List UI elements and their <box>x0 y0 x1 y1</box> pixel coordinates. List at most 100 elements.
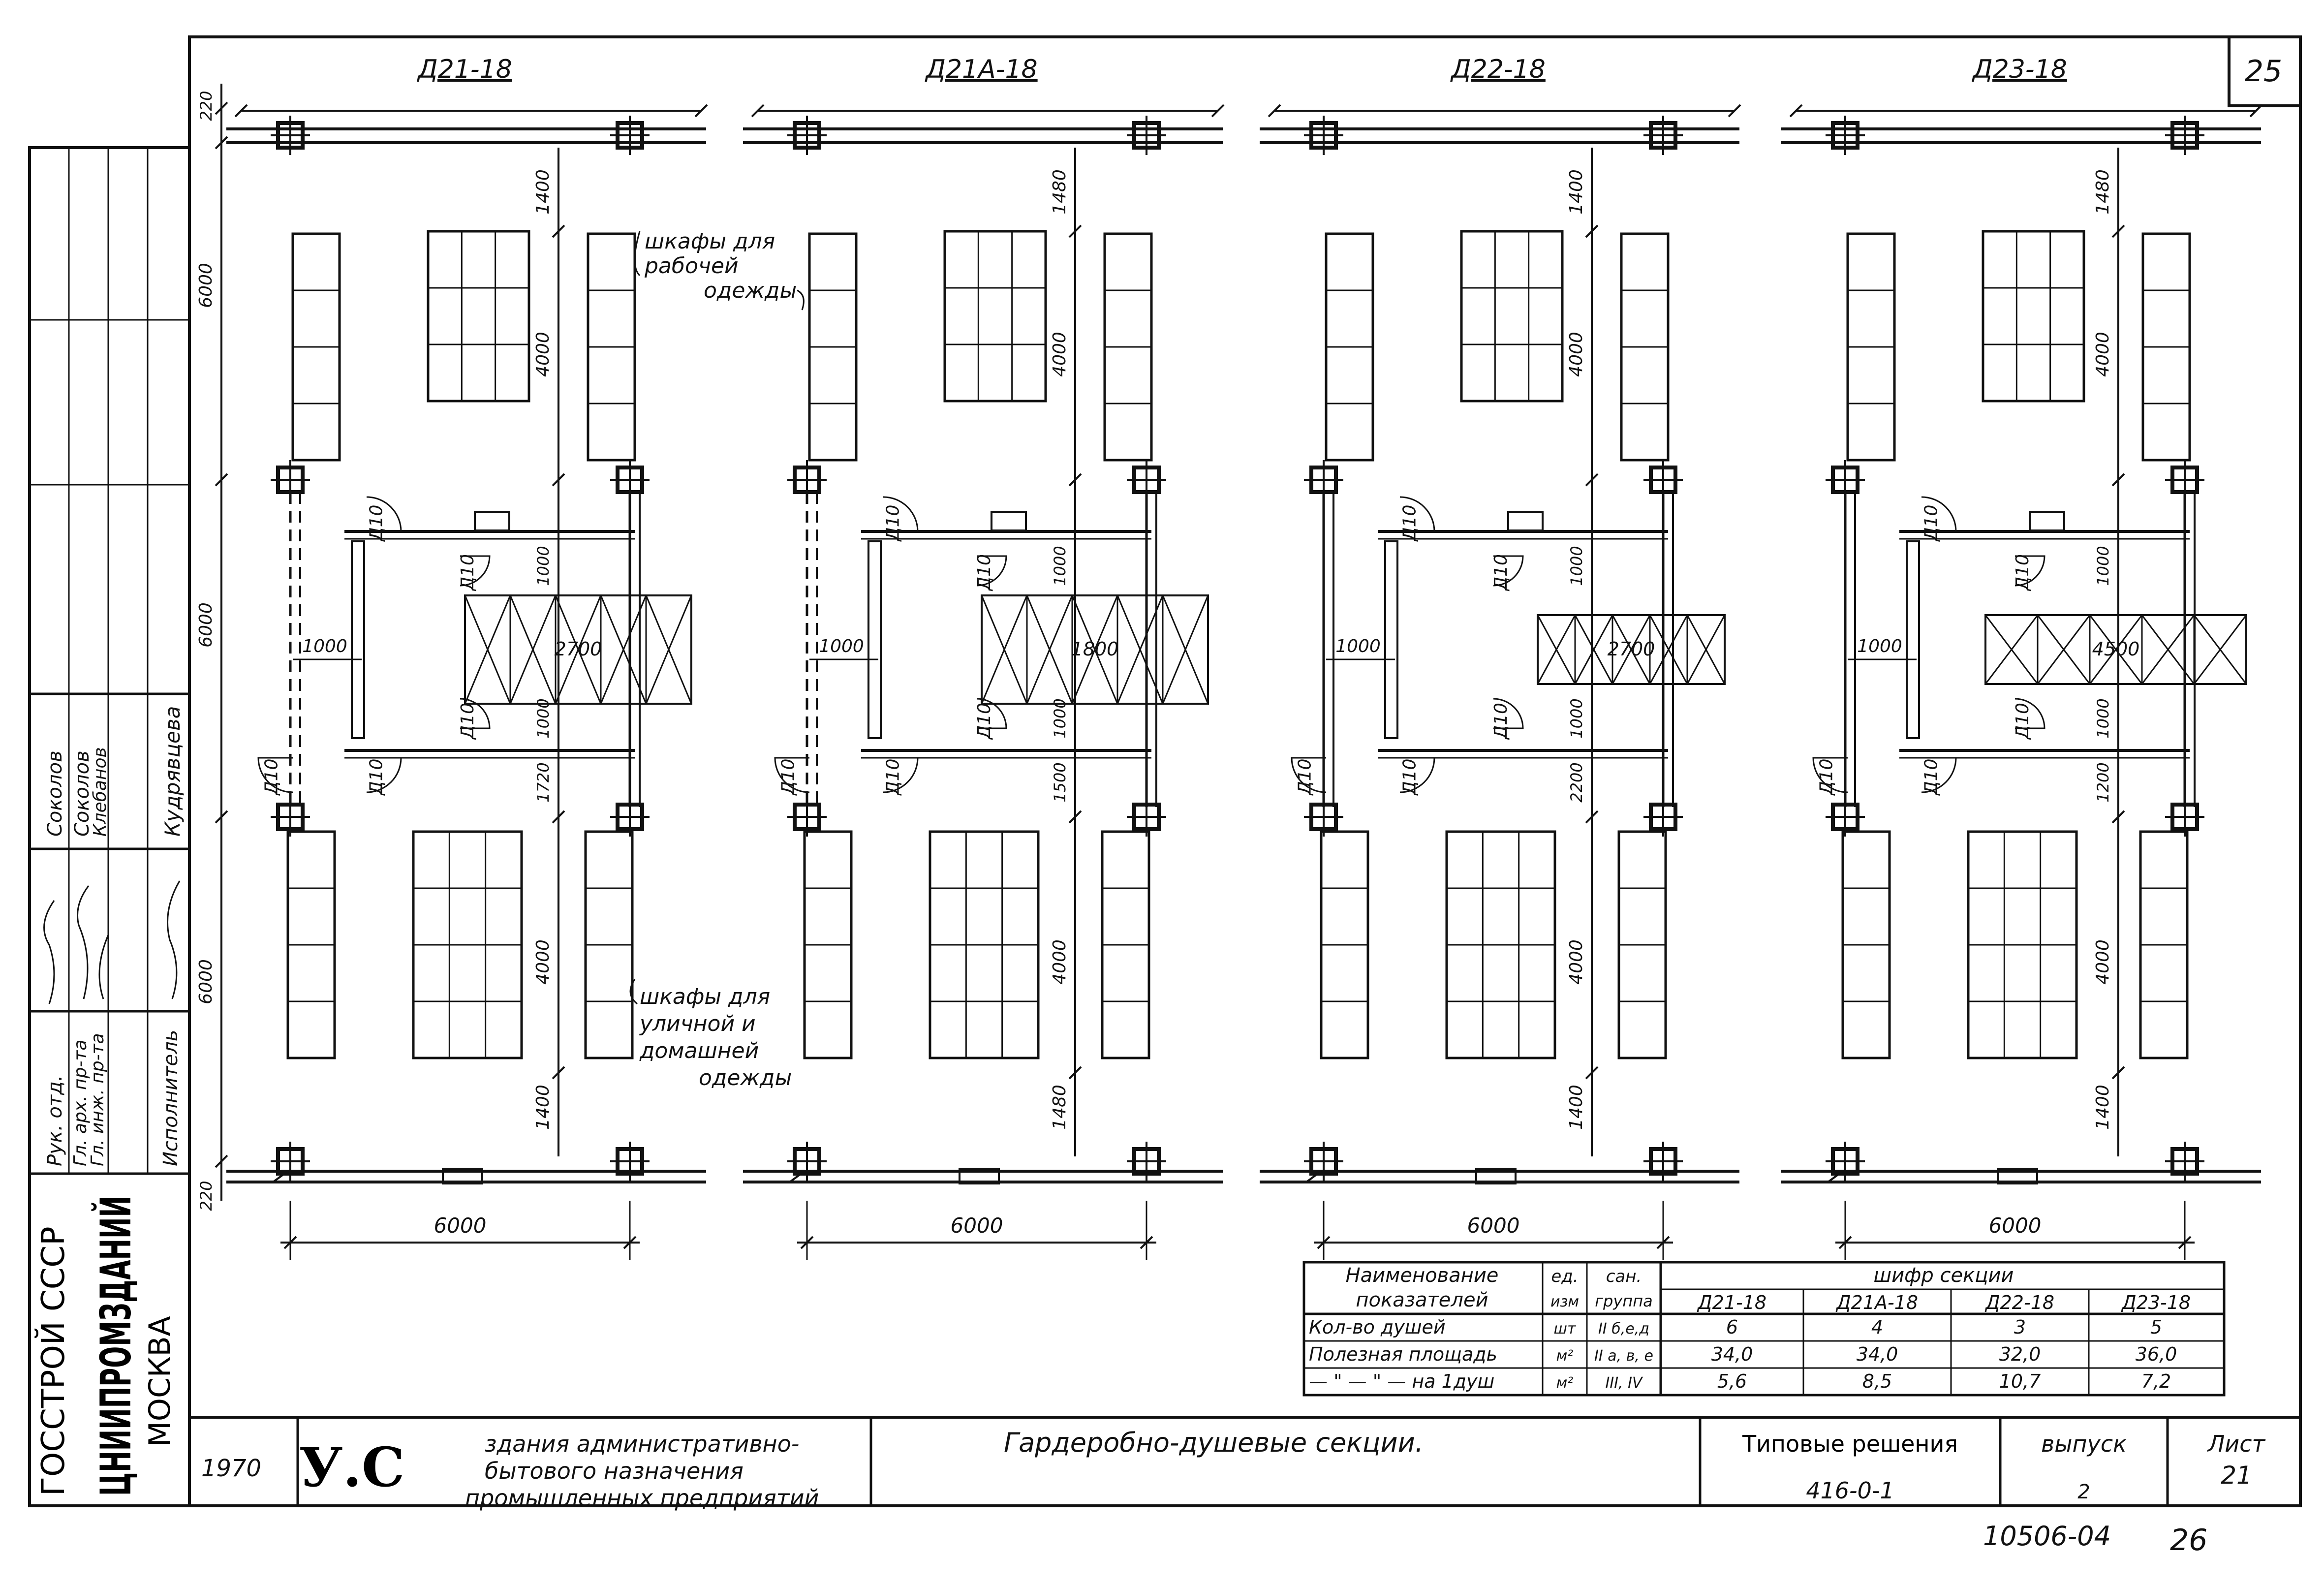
th-group: сан. <box>1606 1267 1642 1286</box>
dim-tick <box>1211 104 1225 118</box>
dim-tick <box>215 810 228 824</box>
dim-label: 1000 <box>1567 546 1586 586</box>
dim-label: 6000 <box>1467 1214 1520 1238</box>
bench <box>351 540 365 739</box>
window-detail <box>1475 1168 1517 1184</box>
dim-label: 4000 <box>1050 332 1070 377</box>
door-swing <box>1921 757 1957 793</box>
door-swing <box>976 698 1007 729</box>
dim-label: 1000 <box>2094 546 2112 586</box>
door-swing <box>2014 698 2045 729</box>
signature <box>43 880 181 1004</box>
note-work-clothes: шкафы для рабочей одежды <box>634 229 805 311</box>
issue-label: выпуск <box>2041 1431 2127 1457</box>
dim-tick <box>751 104 765 118</box>
door-label: Д10 <box>1400 759 1420 796</box>
dim-tick <box>1838 1236 1852 1249</box>
wash-basin <box>2029 511 2065 531</box>
door-label: Д10 <box>883 759 903 796</box>
dim-tick <box>800 1236 814 1249</box>
th-code-title: шифр секции <box>1874 1264 2014 1287</box>
dim-tick <box>215 136 228 150</box>
dim-label: 4000 <box>2093 939 2113 985</box>
wall-detail <box>272 1170 289 1183</box>
door-label: Д10 <box>1295 759 1315 796</box>
dim-tick <box>1068 1066 1082 1080</box>
th-unit: изм <box>1550 1293 1579 1310</box>
dim-label: 6000 <box>434 1214 487 1238</box>
door-swing <box>1399 496 1435 532</box>
dim-label: 1800 <box>1071 638 1119 660</box>
dim-label: 4000 <box>533 332 553 377</box>
th-name: Наименование <box>1346 1264 1499 1287</box>
row-value: 3 <box>2014 1316 2026 1338</box>
dim-label: 6000 <box>196 959 216 1004</box>
dim-label: 1400 <box>2093 1085 2113 1130</box>
dim-tick <box>283 1236 297 1249</box>
door-swing <box>366 496 402 532</box>
wash-basin <box>474 511 510 531</box>
dim-tick <box>1068 224 1082 238</box>
shower-stall <box>2037 615 2091 685</box>
plan-code: Д21-18 <box>417 55 512 84</box>
bench <box>1384 540 1398 739</box>
locker-block <box>1982 230 2085 403</box>
dim-label: 1000 <box>2094 698 2112 738</box>
dim-tick <box>623 1236 637 1249</box>
dim-label: 2700 <box>1608 638 1655 660</box>
dim-label: 1000 <box>1567 698 1586 738</box>
plan-code: Д22-18 <box>1450 55 1546 84</box>
stamp-role: Рук. отд. <box>44 1075 66 1166</box>
row-value: 4 <box>1871 1316 1883 1338</box>
dim-label: 4500 <box>2092 638 2140 660</box>
row-unit: м² <box>1556 1347 1574 1365</box>
dim-label: 4000 <box>533 939 553 985</box>
door-swing <box>976 555 1007 587</box>
dim-tick <box>1068 810 1082 824</box>
row-value: 32,0 <box>1999 1343 2041 1365</box>
dim-label: 1400 <box>1566 169 1586 215</box>
indicators-table: Наименование показателей ед. изм сан. гр… <box>1302 1261 2226 1397</box>
dim-label: 1000 <box>534 546 553 586</box>
door-label: Д10 <box>1921 759 1942 796</box>
door-label: Д10 <box>2013 554 2033 591</box>
door-swing <box>1921 496 1957 532</box>
sheet-value: 21 <box>2221 1461 2252 1490</box>
wall-detail <box>1305 1170 1322 1183</box>
th-code: Д23-18 <box>2121 1292 2191 1313</box>
door-label: Д10 <box>778 759 799 796</box>
th-code: Д21А-18 <box>1835 1292 1918 1313</box>
table-frame <box>1302 1261 2226 1397</box>
row-value: 34,0 <box>1857 1343 1898 1365</box>
dim-tick <box>2178 1236 2192 1249</box>
th-group: группа <box>1595 1292 1653 1310</box>
dim-label: 1400 <box>533 1085 553 1130</box>
plan-Д21-18: Д21-186000600060002202201400400040001400… <box>196 55 708 1260</box>
dim-label: 1480 <box>1050 1085 1070 1130</box>
shower-stall <box>1116 595 1164 704</box>
dim-label: 1000 <box>1051 546 1069 586</box>
stamp-name: Клебанов <box>90 747 110 837</box>
row-group: III, IV <box>1606 1374 1643 1392</box>
org-line: ЦНИИПРОМЗДАНИЙ <box>91 1196 141 1496</box>
row-value: 6 <box>1726 1316 1738 1338</box>
locker-block <box>427 230 530 403</box>
door-label: Д10 <box>2013 703 2033 740</box>
row-value: 34,0 <box>1711 1343 1753 1365</box>
dim-label: 6000 <box>196 263 216 308</box>
door-label: Д10 <box>1817 759 1837 796</box>
dim-tick <box>215 1154 228 1168</box>
locker-block <box>943 230 1047 403</box>
shower-stall <box>1611 615 1651 685</box>
dim-tick <box>1789 104 1803 118</box>
dim-label: 1000 <box>1051 698 1069 738</box>
dim-label: 220 <box>197 1181 216 1211</box>
shower-stall <box>1537 615 1576 685</box>
note-line: одежды <box>699 1065 792 1090</box>
door-label: Д10 <box>974 703 994 740</box>
dim-tick <box>2249 104 2263 118</box>
title-block: 1970 У.С здания административно- бытовог… <box>201 1417 2265 1557</box>
side-stamp: Рук. отд. Гл. арх. пр-та Гл. инж. пр-та … <box>28 146 191 1507</box>
row-value: 36,0 <box>2136 1343 2177 1365</box>
